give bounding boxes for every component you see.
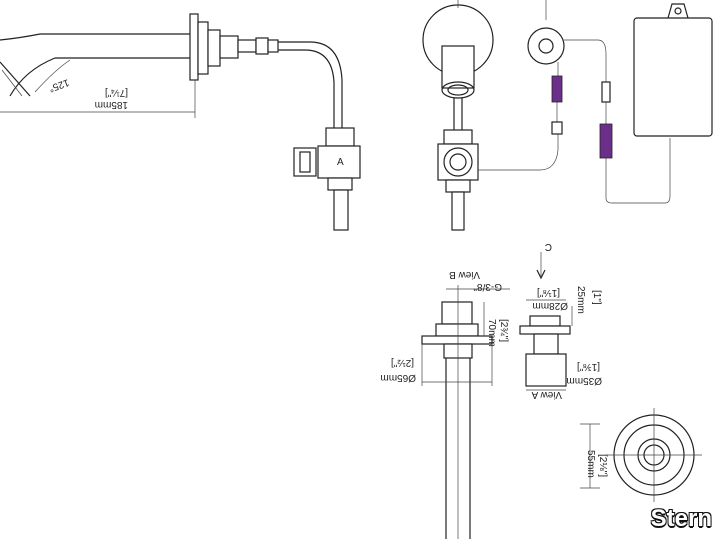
view-b-section [421,285,510,539]
view-a-label: View A [531,389,562,400]
thread-size: G-3/8" [473,281,502,292]
spout-angle: 125° [47,76,70,93]
view-c-label: C [545,241,552,252]
spout-length-in: [7¼"] [105,87,128,99]
stem-length-mm: 70mm [486,319,497,347]
spout-side-view: A [0,13,361,231]
view-c-section [580,408,702,502]
flange-dia-mm: Ø65mm [380,372,416,383]
stern-logo: Stern [650,505,712,532]
sensor-and-power-unit [527,0,713,204]
stem-length-in: [2¾"] [498,319,509,342]
flange-dia-in: [2½"] [391,357,414,368]
nut-dia-mm: Ø28mm [532,300,568,311]
base-dia-mm: Ø35mm [566,375,602,386]
spout-front-view [422,0,559,231]
spout-length-mm: 185mm [95,99,128,110]
valve-tag-label: A [337,157,344,168]
body-height-mm: 25mm [575,286,586,314]
base-dia-in: [1⅜"] [577,361,600,372]
sensor-in: [2⅛"] [597,454,608,477]
view-b-label: View B [449,269,480,280]
nut-dia-in: [1⅛"] [537,287,560,298]
sensor-mm: 55mm [585,450,596,478]
body-height-in: [1"] [591,290,602,305]
view-a-section [519,252,573,391]
